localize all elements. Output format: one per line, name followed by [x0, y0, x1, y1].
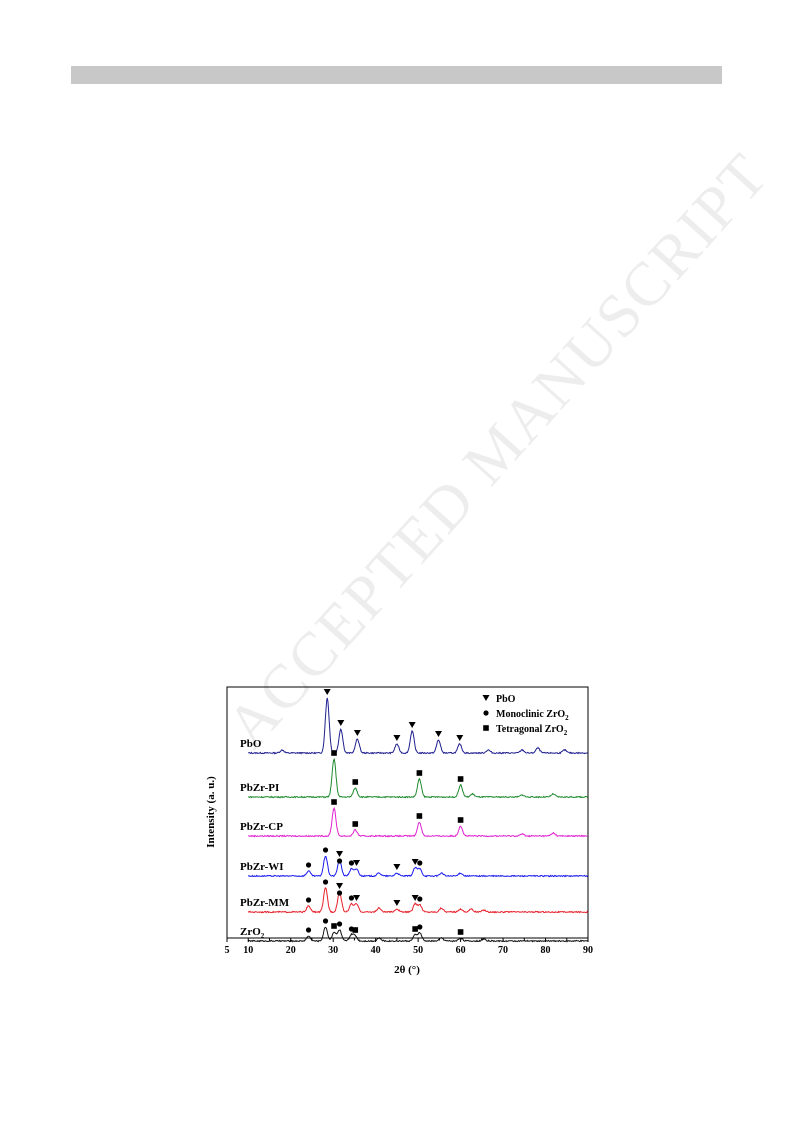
series-label: ZrO2 [240, 926, 265, 940]
x-tick-label: 30 [328, 945, 338, 956]
peak-marker-square [352, 927, 359, 933]
series-line-pbzr-cp [248, 807, 588, 838]
peak-marker-triangle-down [393, 900, 401, 906]
peak-marker-triangle-down [435, 731, 443, 737]
x-tick-label: 40 [371, 945, 381, 956]
peak-marker-circle [417, 896, 423, 902]
x-tick-label: 70 [498, 945, 508, 956]
legend-label-subscript: 2 [565, 714, 569, 722]
series-label: PbZr-MM [240, 897, 290, 909]
series-layer [247, 697, 589, 943]
series-label-layer: PbO PbZr-PI PbZr-CP PbZr-WI PbZr-MM ZrO2 [240, 738, 290, 940]
legend-label: Monoclinic ZrO2 [496, 709, 569, 722]
peak-marker-circle [348, 860, 355, 866]
series-label-subscript: 2 [261, 932, 265, 940]
peak-marker-square [352, 821, 359, 827]
peak-marker-circle [348, 895, 355, 901]
series-label: PbZr-WI [240, 861, 284, 873]
peak-marker-square [331, 750, 337, 756]
peak-marker-square [331, 923, 337, 929]
marker-layer [305, 689, 464, 935]
peak-marker-square [416, 770, 423, 776]
peak-marker-square [352, 779, 359, 785]
peak-marker-square [416, 813, 423, 819]
peak-marker-triangle-down [323, 689, 331, 695]
series-line-pbzr-mm [247, 887, 589, 914]
x-tick-label: 20 [286, 945, 296, 956]
legend-marker-square [483, 725, 489, 731]
peak-marker-square [457, 929, 464, 935]
peak-marker-square [457, 776, 464, 782]
peak-marker-circle [322, 879, 329, 885]
peak-marker-square [457, 817, 464, 823]
series-line-pbo [248, 697, 589, 755]
legend-label: PbO [496, 694, 516, 705]
peak-marker-square [331, 799, 337, 805]
xrd-figure: PbO PbZr-PI PbZr-CP PbZr-WI PbZr-MM ZrO2 5 10 2… [200, 680, 600, 995]
peak-marker-circle [322, 847, 329, 853]
header-bar [71, 66, 722, 84]
peak-marker-triangle-down [353, 895, 361, 901]
peak-marker-triangle-down [411, 859, 419, 865]
series-line-zro2 [247, 926, 588, 943]
peak-marker-triangle-down [337, 720, 345, 726]
series-line-pbzr-wi [247, 855, 589, 878]
plot-frame [226, 686, 589, 939]
peak-marker-circle [305, 897, 312, 903]
peak-marker-triangle-down [336, 851, 344, 857]
series-line-pbzr-pi [248, 757, 589, 799]
peak-marker-circle [417, 924, 423, 930]
x-tick-label: 5 [225, 945, 230, 956]
peak-marker-circle [305, 862, 312, 868]
legend-label-subscript: 2 [564, 729, 568, 737]
series-label: PbZr-CP [240, 821, 283, 833]
peak-marker-triangle-down [353, 860, 361, 866]
peak-marker-triangle-down [408, 722, 416, 728]
peak-marker-triangle-down [456, 735, 464, 741]
xrd-chart: PbO PbZr-PI PbZr-CP PbZr-WI PbZr-MM ZrO2 5 10 2… [205, 686, 593, 976]
x-tick-label: 60 [456, 945, 466, 956]
peak-marker-triangle-down [411, 895, 419, 901]
x-tick-label: 10 [243, 945, 253, 956]
x-axis-ticks: 5 10 20 30 40 50 60 70 80 90 [225, 938, 593, 956]
peak-marker-triangle-down [336, 883, 344, 889]
peak-marker-triangle-down [353, 730, 361, 736]
peak-marker-square [412, 926, 418, 932]
peak-marker-circle [417, 860, 423, 866]
peak-marker-circle [305, 927, 312, 933]
legend-label: Tetragonal ZrO2 [496, 724, 568, 737]
y-axis-label: Intensity (a. u.) [205, 776, 217, 848]
peak-marker-circle [322, 918, 329, 924]
series-label: PbO [240, 738, 262, 750]
x-tick-label: 80 [541, 945, 551, 956]
x-tick-label: 90 [583, 945, 593, 956]
series-label: PbZr-PI [240, 782, 279, 794]
legend-marker-circle [483, 710, 489, 716]
peak-marker-triangle-down [393, 864, 401, 870]
legend-marker-triangle-down [482, 695, 490, 701]
peak-marker-circle [336, 921, 343, 927]
x-axis-label: 2θ (°) [394, 964, 420, 976]
peak-marker-circle [336, 890, 343, 896]
peak-marker-triangle-down [393, 735, 401, 741]
x-tick-label: 50 [413, 945, 423, 956]
peak-marker-circle [336, 858, 343, 864]
